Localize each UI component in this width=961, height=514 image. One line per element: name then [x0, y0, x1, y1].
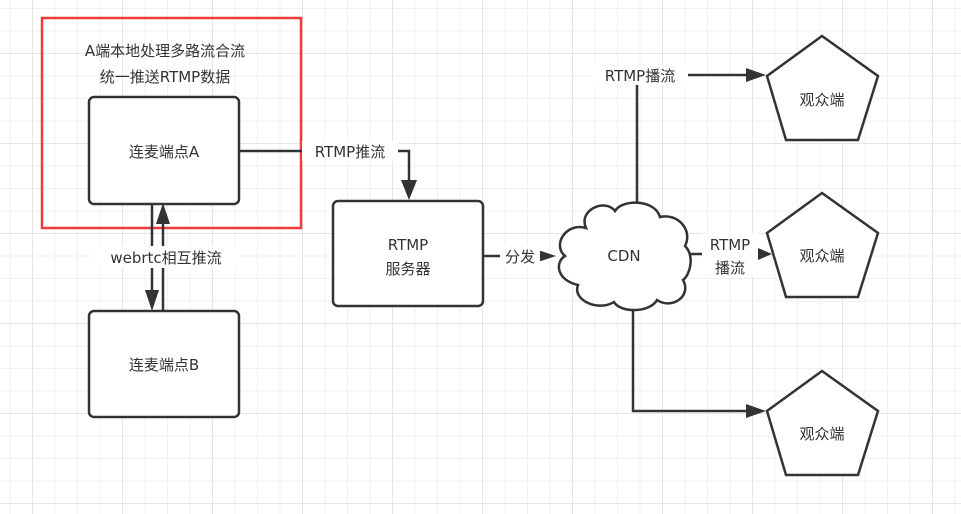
edge-cdn-to-viewer1	[635, 73, 748, 203]
arrowhead-to-a	[156, 203, 170, 224]
viewer-3-label: 观众端	[799, 425, 844, 443]
highlight-note-line2: 统一推送RTMP数据	[100, 68, 230, 86]
highlight-note-line1: A端本地处理多路流合流	[85, 42, 245, 60]
viewer-3-pentagon[interactable]	[765, 369, 880, 477]
node-viewer-2[interactable]: 观众端	[765, 191, 880, 299]
arrowhead-to-viewer1	[746, 68, 766, 82]
distribute-label-bg	[500, 245, 540, 267]
node-cdn[interactable]: CDN	[557, 201, 692, 312]
viewer-1-label: 观众端	[799, 91, 844, 109]
edge-a-to-rtmp	[239, 149, 411, 182]
endpoint-b-label: 连麦端点B	[129, 356, 199, 374]
rtmp-play-top-label: RTMP播流	[605, 67, 675, 85]
rtmp-push-label: RTMP推流	[315, 143, 385, 161]
cdn-label: CDN	[607, 247, 640, 265]
rtmp-play-top-label-bg	[592, 65, 688, 85]
cdn-cloud-shape[interactable]	[557, 201, 692, 312]
endpoint-a-box[interactable]	[87, 95, 241, 206]
rtmp-play-mid-label-bg	[702, 233, 758, 277]
rtmp-server-label-line1: RTMP	[388, 236, 428, 254]
viewer-1-pentagon[interactable]	[765, 34, 880, 142]
arrowhead-to-rtmp	[401, 180, 417, 200]
rtmp-server-label-line2: 服务器	[385, 260, 430, 278]
node-viewer-1[interactable]: 观众端	[765, 34, 880, 142]
rtmp-play-mid-label-line1: RTMP	[710, 236, 750, 254]
arrowhead-to-b	[145, 290, 159, 311]
rtmp-push-label-bg	[302, 141, 398, 161]
viewer-2-label: 观众端	[799, 247, 844, 265]
arrowhead-to-viewer2	[758, 248, 772, 260]
edge-cdn-to-viewer3	[631, 306, 748, 413]
node-rtmp-server[interactable]: RTMP 服务器	[331, 199, 485, 308]
endpoint-a-label: 连麦端点A	[129, 143, 200, 161]
node-endpoint-b[interactable]: 连麦端点B	[87, 309, 241, 419]
endpoint-b-box[interactable]	[87, 309, 241, 419]
viewer-2-pentagon[interactable]	[765, 191, 880, 299]
rtmp-server-box[interactable]	[331, 199, 485, 308]
webrtc-label-bg	[92, 246, 240, 268]
node-viewer-3[interactable]: 观众端	[765, 369, 880, 477]
webrtc-label: webrtc相互推流	[110, 249, 221, 267]
distribute-label: 分发	[505, 248, 535, 266]
arrowhead-to-cdn	[538, 250, 556, 262]
node-endpoint-a[interactable]: 连麦端点A	[87, 95, 241, 206]
arrowhead-to-viewer3	[746, 404, 766, 418]
highlight-frame	[40, 16, 303, 230]
rtmp-play-mid-label-line2: 播流	[715, 259, 745, 277]
